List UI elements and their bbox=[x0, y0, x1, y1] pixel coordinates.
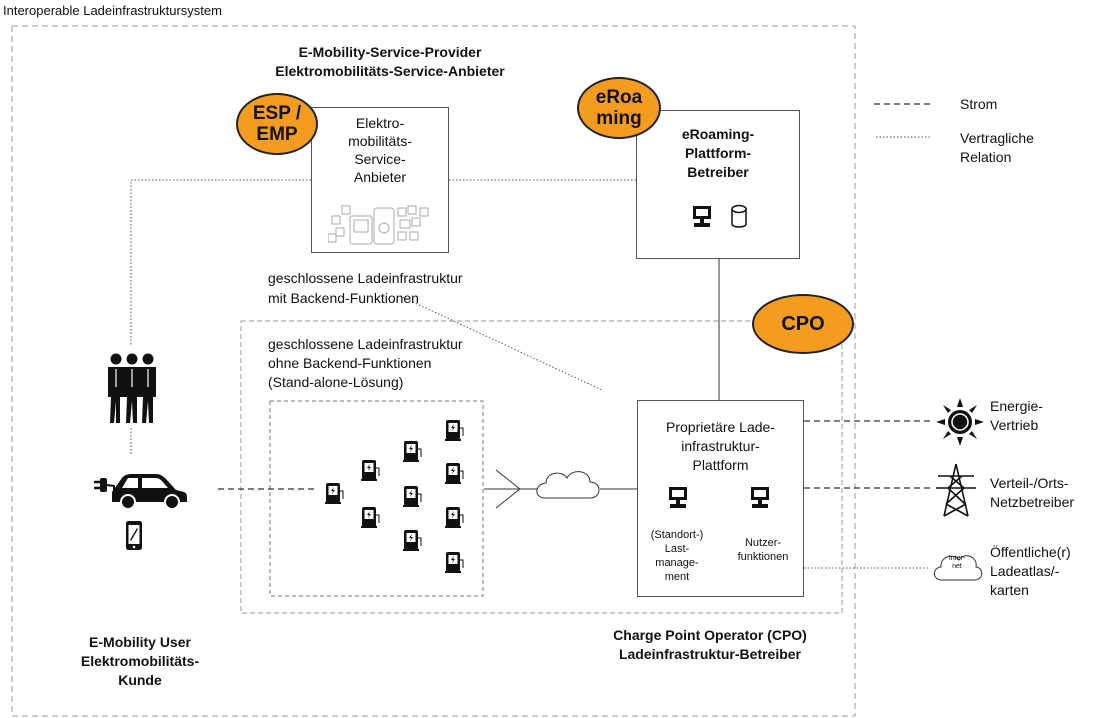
charging-station-icon bbox=[444, 419, 464, 442]
atlas-label-3: karten bbox=[990, 582, 1029, 598]
computer-icon bbox=[669, 487, 687, 508]
database-icon bbox=[731, 204, 747, 228]
computer-icon bbox=[693, 206, 711, 227]
user-label-3: Kunde bbox=[118, 672, 162, 688]
charging-station-icon bbox=[444, 551, 464, 574]
legend-contract-label-2: Relation bbox=[960, 149, 1012, 165]
phone-icon bbox=[126, 521, 142, 550]
eroaming-badge-line-2: ming bbox=[596, 108, 642, 129]
energy-label-2: Vertrieb bbox=[990, 417, 1039, 433]
charging-station-icon bbox=[402, 485, 422, 508]
electric-car-icon bbox=[94, 474, 187, 510]
closed-no-backend-label-2: ohne Backend-Funktionen bbox=[268, 355, 432, 371]
legend-contract-label-1: Vertragliche bbox=[960, 130, 1034, 146]
load-mgmt-label-3: manage- bbox=[655, 557, 699, 569]
power-lines bbox=[218, 420, 930, 490]
system-title: Interoperable Ladeinfrastruktursystem bbox=[3, 3, 222, 18]
interoperable-system-frame bbox=[11, 25, 856, 717]
cpo-frame bbox=[240, 320, 843, 614]
eroaming-label-1: eRoaming- bbox=[681, 126, 755, 142]
esp-box-label-3: Service- bbox=[354, 151, 406, 167]
cpo-footer-2: Ladeinfrastruktur-Betreiber bbox=[618, 646, 802, 662]
atlas-label-2: Ladeatlas/- bbox=[990, 563, 1060, 579]
closed-no-backend-label-1: geschlossene Ladeinfrastruktur bbox=[268, 336, 463, 352]
atlas-label-1: Öffentliche(r) bbox=[990, 544, 1071, 560]
power-pylon-icon bbox=[936, 463, 976, 517]
load-mgmt-label-2: Last- bbox=[664, 543, 690, 555]
internet-cloud-icon bbox=[933, 555, 983, 581]
eroaming-badge-line-1: eRoa bbox=[595, 87, 643, 108]
charging-station-icon bbox=[402, 440, 422, 463]
esp-badge-line-2: EMP bbox=[256, 124, 298, 145]
sun-icon bbox=[936, 398, 984, 446]
grid-label-2: Netzbetreiber bbox=[990, 494, 1075, 510]
internet-label-2: net bbox=[952, 563, 962, 570]
eroaming-label-3: Betreiber bbox=[687, 164, 749, 180]
esp-badge-line-1: ESP / bbox=[252, 103, 302, 124]
esp-box: Elektro- mobilitäts- Service- Anbieter bbox=[311, 107, 449, 253]
energy-label-1: Energie- bbox=[990, 398, 1043, 414]
grid-label-1: Verteil-/Orts- bbox=[990, 475, 1069, 491]
eroaming-label-2: Plattform- bbox=[684, 145, 752, 161]
cpo-badge: CPO bbox=[752, 294, 854, 354]
closed-backend-label-2: mit Backend-Funktionen bbox=[268, 290, 419, 306]
esp-box-label-2: mobilitäts- bbox=[348, 133, 412, 149]
internet-label-1: Inter- bbox=[948, 555, 966, 562]
esp-heading-2: Elektromobilitäts-Service-Anbieter bbox=[275, 63, 505, 79]
platform-box: Proprietäre Lade- infrastruktur- Plattfo… bbox=[637, 400, 804, 597]
closed-backend-label-1: geschlossene Ladeinfrastruktur bbox=[268, 270, 463, 286]
esp-emp-badge: ESP /EMP bbox=[236, 93, 318, 155]
user-func-label-2: funktionen bbox=[737, 551, 789, 563]
legend-power-label: Strom bbox=[960, 96, 998, 112]
eroaming-box: eRoaming- Plattform- Betreiber bbox=[636, 110, 800, 259]
charging-station-icon bbox=[444, 506, 464, 529]
charging-station-icon bbox=[444, 462, 464, 485]
user-label-2: Elektromobilitäts- bbox=[80, 653, 200, 669]
people-group-icon bbox=[108, 353, 156, 423]
contract-lines bbox=[130, 179, 930, 569]
cloud-icon bbox=[536, 471, 600, 499]
computer-icon bbox=[751, 487, 769, 508]
load-mgmt-label-1: (Standort-) bbox=[650, 529, 704, 541]
charging-station-icon bbox=[360, 459, 380, 482]
charging-station-icon bbox=[324, 482, 344, 505]
station-cluster-frame bbox=[269, 400, 484, 597]
esp-box-label-1: Elektro- bbox=[355, 115, 405, 131]
platform-label-2: infrastruktur- bbox=[681, 438, 760, 454]
esp-box-label-4: Anbieter bbox=[353, 169, 407, 185]
esp-heading-1: E-Mobility-Service-Provider bbox=[298, 44, 482, 60]
load-mgmt-label-4: ment bbox=[664, 571, 690, 583]
app-icons bbox=[328, 205, 429, 245]
platform-label-3: Plattform bbox=[692, 457, 749, 473]
user-label-1: E-Mobility User bbox=[89, 634, 191, 650]
user-func-label-1: Nutzer- bbox=[744, 537, 782, 549]
cpo-footer-1: Charge Point Operator (CPO) bbox=[613, 627, 807, 643]
charging-station-icon bbox=[402, 529, 422, 552]
closed-no-backend-label-3: (Stand-alone-Lösung) bbox=[268, 374, 404, 390]
charging-station-icon bbox=[360, 506, 380, 529]
platform-label-1: Proprietäre Lade- bbox=[666, 419, 775, 435]
